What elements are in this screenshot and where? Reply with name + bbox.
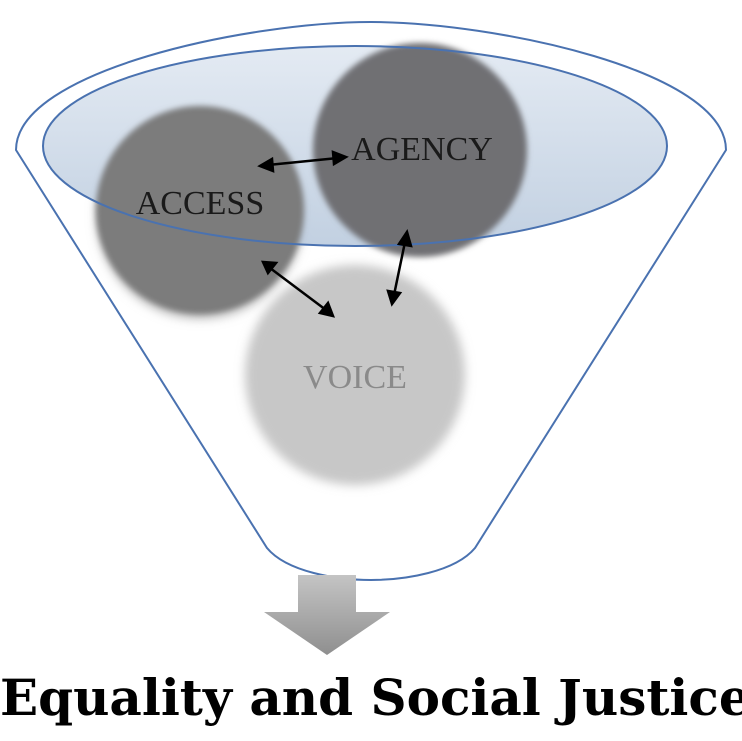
outcome-title: Equality and Social Justice [0, 668, 742, 727]
access-bubble [96, 106, 304, 314]
agency-voice-arrow [386, 229, 413, 307]
voice-label: VOICE [303, 359, 407, 396]
voice-bubble [245, 265, 465, 485]
agency-bubble [313, 43, 527, 257]
funnel-rim-outline [42, 45, 668, 247]
agency-label: AGENCY [351, 131, 493, 168]
down-arrow-icon [264, 575, 390, 655]
access-label: ACCESS [136, 185, 265, 222]
access-agency-arrow [257, 150, 349, 173]
access-voice-arrow [260, 260, 336, 318]
